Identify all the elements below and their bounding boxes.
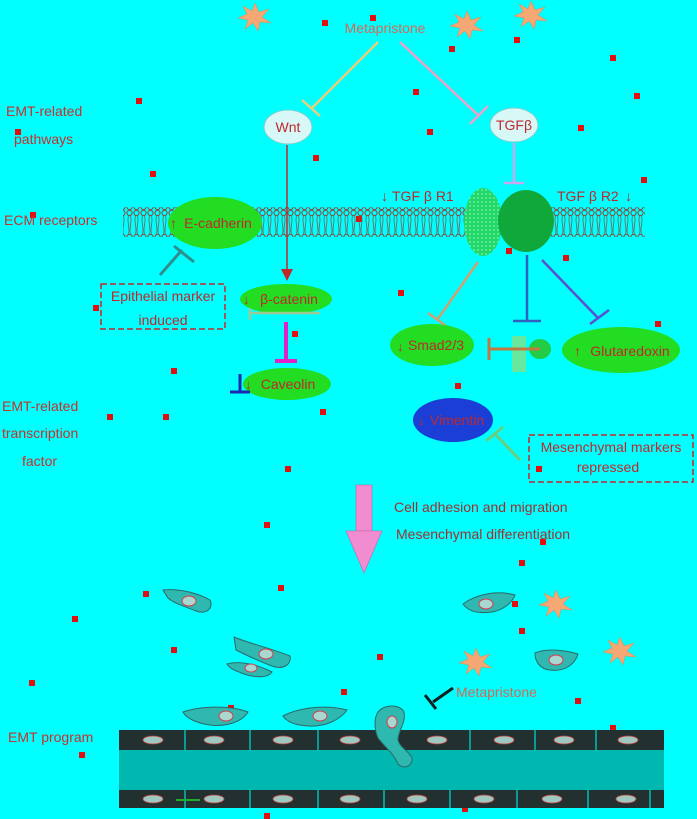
sidebar-emt-pathways-line1: EMT-related (6, 103, 82, 119)
receptor-downstream-lines (427, 255, 610, 328)
sidebar-emt-tf-line3: factor (22, 453, 57, 469)
cell (282, 706, 348, 727)
bcatenin-label: β-catenin (260, 291, 318, 307)
tgfbr2-down-arrow: ↓ (625, 188, 632, 204)
tgfb-receptor-complex (464, 188, 554, 256)
ecadherin-label: E-cadherin (184, 215, 252, 231)
sidebar-ecm-receptors: ECM receptors (4, 212, 97, 228)
tgfbr2-label: TGF β R2 (557, 188, 619, 204)
ecadherin-up-arrow: ↑ (170, 215, 177, 231)
starburst-icon (458, 647, 493, 677)
tgfbr1-down-arrow: ↓ (381, 188, 388, 204)
starburst-icon (513, 0, 548, 30)
epithelial-marker-box (100, 283, 226, 330)
metapristone-label-bottom: Metapristone (456, 684, 537, 700)
cell (534, 649, 579, 671)
outcome-line2: Mesenchymal differentiation (396, 526, 570, 542)
sidebar-emt-program: EMT program (8, 729, 93, 745)
cell (226, 662, 273, 678)
vimentin-down-arrow: ↓ (418, 413, 425, 428)
ecadherin-node: ↑ E-cadherin (168, 197, 262, 249)
metapristone-label-top: Metapristone (345, 20, 426, 36)
outcome-line1: Cell adhesion and migration (394, 499, 568, 515)
glutaredoxin-label: Glutaredoxin (590, 343, 669, 359)
metapristone-bottom-inhibition (423, 686, 454, 710)
cell (233, 636, 291, 668)
decorative-dots (15, 15, 661, 819)
migrating-cells (162, 589, 579, 727)
caveolin-down-arrow: ↓ (245, 377, 252, 392)
glutaredoxin-node: ↑ Glutaredoxin (562, 327, 680, 373)
bcatenin-node: ↓ β-catenin (240, 284, 332, 320)
tgfb-node: TGFβ (489, 107, 539, 143)
blood-vessel (119, 705, 664, 808)
ecadherin-inhibition (158, 244, 195, 276)
cell (182, 706, 249, 726)
starburst-icon (449, 10, 484, 40)
wnt-label: Wnt (276, 119, 301, 135)
smad-down-arrow: ↓ (397, 339, 404, 354)
intravasating-cell (374, 705, 413, 768)
caveolin-node: ↓ Caveolin (230, 368, 331, 400)
bcatenin-to-caveolin-inhibition (275, 322, 297, 363)
cell (462, 592, 516, 614)
sidebar-emt-tf-line2: transcription (2, 425, 78, 441)
wnt-node: Wnt (263, 109, 313, 145)
mesenchymal-line1: Mesenchymal markers (541, 439, 682, 455)
starburst-icon (237, 2, 272, 32)
tgfb-inhibition (504, 143, 524, 185)
caveolin-label: Caveolin (261, 376, 315, 392)
inhibition-lines-top (301, 41, 489, 125)
tgfbr1-label: TGF β R1 (392, 188, 454, 204)
cell (162, 589, 212, 613)
smad-label: Smad2/3 (408, 337, 464, 353)
glutaredoxin-up-arrow: ↑ (574, 343, 581, 359)
bcatenin-down-arrow: ↓ (243, 292, 250, 307)
vimentin-node: ↓ Vimentin (413, 398, 493, 442)
vimentin-inhibition (485, 425, 522, 462)
outcome-arrow (345, 484, 383, 574)
starburst-icon (538, 589, 573, 619)
mesenchymal-line2: repressed (577, 459, 639, 475)
mesenchymal-marker-box (528, 434, 694, 483)
smad-node: ↓ Smad2/3 (390, 324, 474, 366)
metapristone-particles (237, 0, 637, 677)
starburst-icon (602, 636, 637, 666)
vimentin-label: Vimentin (430, 412, 484, 428)
epithelial-line1: Epithelial marker (111, 288, 216, 304)
middle-factor-shape (487, 336, 551, 372)
epithelial-line2: induced (138, 312, 187, 328)
tgfb-label: TGFβ (496, 117, 532, 133)
sidebar-emt-tf-line1: EMT-related (2, 398, 78, 414)
sidebar-emt-pathways-line2: pathways (14, 131, 73, 147)
